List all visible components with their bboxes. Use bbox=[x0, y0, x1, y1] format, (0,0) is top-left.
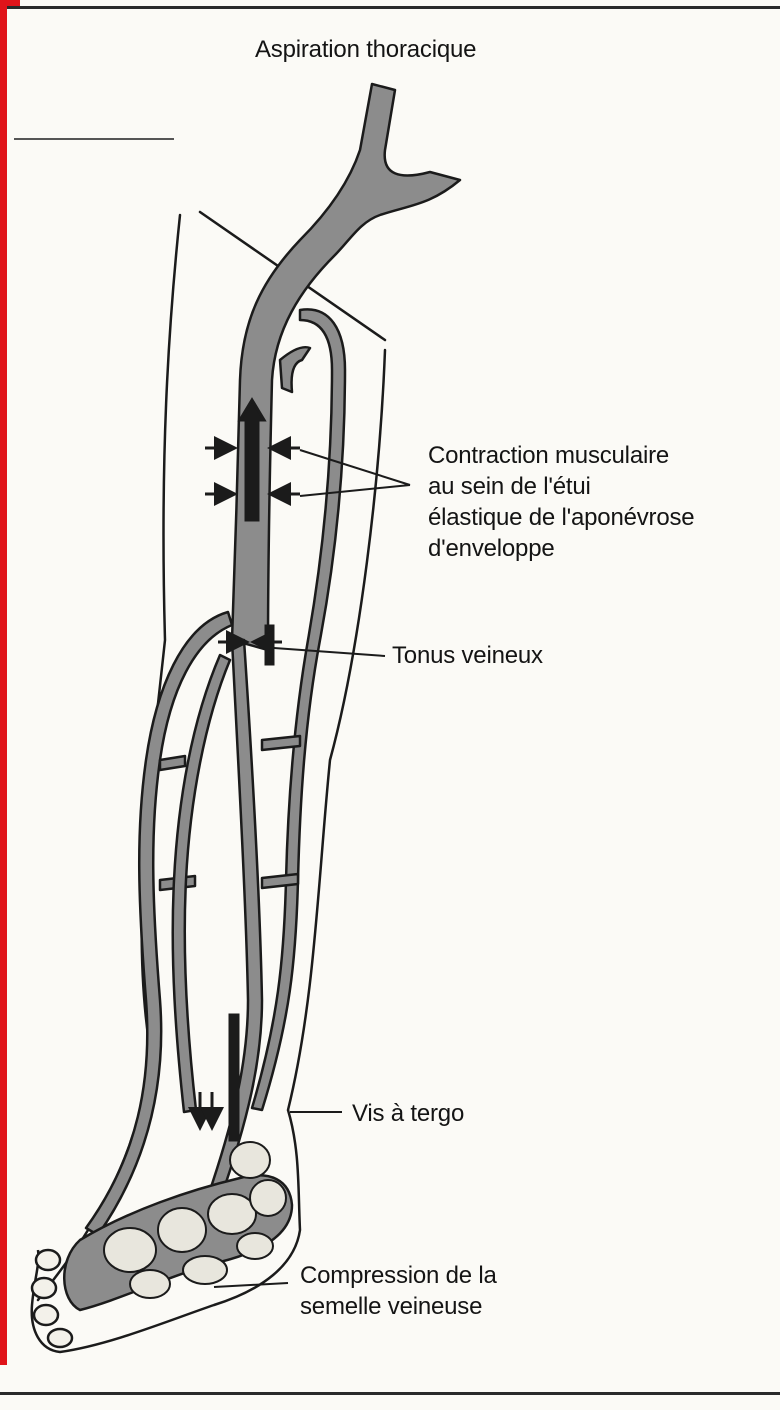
label-contraction-line-4: d'enveloppe bbox=[428, 533, 694, 564]
perforator-1 bbox=[160, 756, 185, 770]
bone-1 bbox=[104, 1228, 156, 1272]
label-contraction-line-2: au sein de l'étui bbox=[428, 471, 694, 502]
label-contraction-musculaire: Contraction musculaire au sein de l'étui… bbox=[428, 440, 694, 564]
bone-4 bbox=[250, 1180, 286, 1216]
label-tonus-veineux: Tonus veineux bbox=[392, 640, 543, 671]
bone-8 bbox=[230, 1142, 270, 1178]
vis-a-tergo-arrows bbox=[200, 1015, 238, 1140]
leader-tonus bbox=[274, 648, 385, 656]
bone-5 bbox=[130, 1270, 170, 1298]
label-compression-line-1: Compression de la bbox=[300, 1260, 497, 1291]
label-aspiration-thoracique: Aspiration thoracique bbox=[255, 34, 476, 65]
vis-a-tergo-bar bbox=[230, 1015, 238, 1140]
leader-contraction-bottom bbox=[300, 485, 410, 496]
foot bbox=[32, 1110, 300, 1352]
label-compression-semelle: Compression de la semelle veineuse bbox=[300, 1260, 497, 1322]
bone-7 bbox=[237, 1233, 273, 1259]
label-contraction-line-3: élastique de l'aponévrose bbox=[428, 502, 694, 533]
label-vis-a-tergo: Vis à tergo bbox=[352, 1098, 464, 1129]
tonus-bar bbox=[266, 626, 273, 664]
label-contraction-line-1: Contraction musculaire bbox=[428, 440, 694, 471]
bone-2 bbox=[158, 1208, 206, 1252]
peroneal-vein bbox=[173, 655, 230, 1112]
bone-6 bbox=[183, 1256, 227, 1284]
toe-4 bbox=[48, 1329, 72, 1347]
leader-compression bbox=[214, 1283, 288, 1287]
toe-1 bbox=[36, 1250, 60, 1270]
label-compression-line-2: semelle veineuse bbox=[300, 1291, 497, 1322]
bone-3 bbox=[208, 1194, 256, 1234]
groin-branch bbox=[280, 347, 310, 392]
toe-3 bbox=[34, 1305, 58, 1325]
contraction-arrows bbox=[205, 400, 300, 520]
leader-contraction-top bbox=[300, 450, 410, 485]
toe-2 bbox=[32, 1278, 56, 1298]
